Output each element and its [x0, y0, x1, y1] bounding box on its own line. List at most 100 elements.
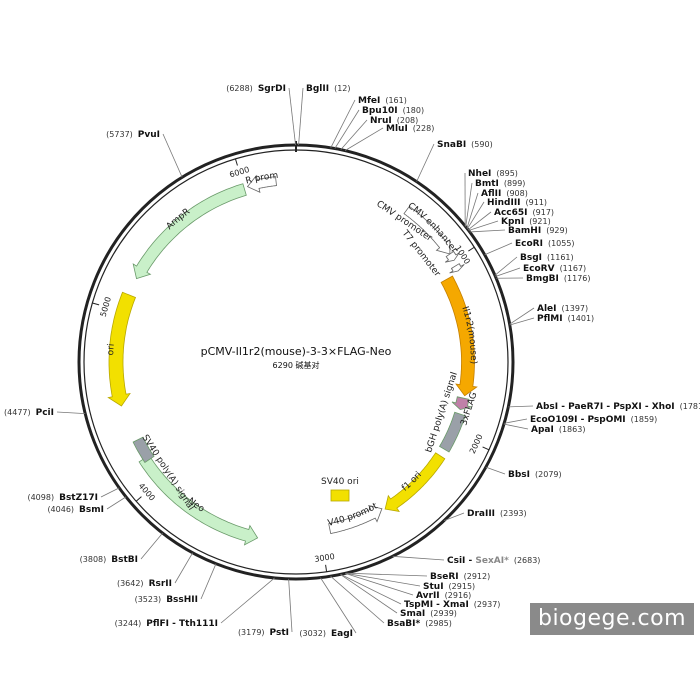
site-position: (1401) [568, 314, 595, 323]
feature-il1r2-mouse [440, 275, 478, 397]
site-position: (2079) [535, 470, 562, 479]
site-position: (2937) [474, 600, 501, 609]
site-name: BmtI [475, 179, 499, 189]
site-leader-absi-paer7i-pspxi-xhoi [508, 405, 534, 408]
feature-label-sv40-ori: SV40 ori [321, 477, 359, 487]
site-leader-bsmi [106, 496, 127, 510]
site-name: AvrII [416, 591, 440, 601]
site-position: (3808) [80, 555, 107, 564]
site-leader-apai [503, 423, 529, 430]
site-name: AflII [481, 189, 501, 199]
site-label-bmgbi: BmgBI(1176) [526, 274, 591, 284]
site-position: (2916) [445, 591, 472, 600]
site-label-smai: SmaI(2939) [400, 609, 457, 619]
site-leader-bpu10i [334, 109, 360, 149]
site-label-pvui: (5737)PvuI [106, 130, 160, 140]
site-position: (1863) [559, 425, 586, 434]
site-position: (911) [526, 198, 548, 207]
tick-label-5000: 5000 [99, 296, 113, 318]
site-position: (208) [397, 116, 419, 125]
site-label-bseri: BseRI(2912) [430, 572, 490, 582]
site-label-kpni: KpnI(921) [501, 217, 551, 227]
site-label-psti: (3179) PstI [238, 628, 289, 638]
site-label-aflii: AflII(908) [481, 189, 528, 199]
site-name: NheI [468, 169, 491, 179]
site-name: ApaI [531, 425, 554, 435]
site-leader-avrii [345, 572, 414, 596]
site-leader-bglii [298, 87, 304, 146]
feature-ampr [132, 183, 247, 280]
site-label-sgrdi: (6288)SgrDI [226, 84, 286, 94]
site-leader-pcii [56, 411, 86, 415]
site-label-stui: StuI(2915) [423, 582, 475, 592]
site-position: (3642) [117, 579, 144, 588]
site-name: DraIII [467, 509, 495, 519]
site-label-ecori: EcoRI(1055) [515, 239, 575, 249]
feature-ori [107, 291, 137, 407]
site-position: (2939) [430, 609, 457, 618]
feature-sv40-ori [330, 489, 350, 502]
site-leader-bstbi [140, 532, 163, 560]
tick-mark-5000 [92, 302, 100, 306]
site-position: (1161) [547, 253, 574, 262]
site-label-draiii: DraIII(2393) [467, 509, 527, 519]
site-label-bglii: BglII(12) [306, 84, 351, 94]
site-label-bsabi: BsaBI*(2985) [387, 619, 452, 629]
tick-mark-4000 [135, 496, 142, 502]
site-leader-hindiii [466, 201, 485, 230]
site-leader-tspmi-xmai [340, 573, 402, 605]
tick-label-4000: 4000 [137, 481, 157, 502]
site-label-mfei: MfeI(161) [358, 96, 407, 106]
site-leader-csii [392, 555, 445, 561]
site-position: (3179) [238, 628, 265, 637]
site-leader-bsabi [330, 575, 385, 624]
site-leader-acc65i [467, 211, 492, 231]
feature-label-ori: ori [106, 343, 117, 356]
site-name: Bpu10I [362, 106, 398, 116]
site-position: (929) [546, 226, 568, 235]
site-label-rsrii: (3642) RsrII [117, 579, 172, 589]
site-label-apai: ApaI (1863) [531, 425, 585, 435]
sites-layer: (6288)SgrDI BglII(12) MfeI(161)Bpu10I (180)… [4, 84, 700, 639]
site-name: AleI [537, 304, 557, 314]
site-position: (180) [403, 106, 425, 115]
site-leader-ecori [484, 242, 513, 256]
site-leader-aflii [466, 192, 479, 229]
site-name: PflMI [537, 314, 563, 324]
site-name: HindIII [487, 198, 521, 208]
site-name: SgrDI [258, 84, 286, 94]
site-name: MfeI [358, 96, 380, 106]
site-name: RsrII [149, 579, 172, 589]
feature-label-sv40-promoter: SV40 promoter [0, 0, 380, 529]
site-name: BbsI [508, 470, 530, 480]
site-name: BseRI [430, 572, 459, 582]
site-leader-stui [345, 572, 421, 587]
site-leader-mlui [344, 127, 384, 151]
site-name: PvuI [138, 130, 160, 140]
site-label-eagi: (3032)EagI [299, 629, 353, 639]
site-name: BsgI [520, 253, 542, 263]
site-label-bamhi: BamHI(929) [508, 226, 568, 236]
site-name: PciI [36, 408, 54, 418]
site-position: (2683) [514, 556, 541, 565]
tick-mark-2000 [482, 446, 490, 451]
site-name: NruI [370, 116, 392, 126]
site-position: (917) [533, 208, 555, 217]
site-name-extra: SexAI* [475, 556, 509, 566]
site-label-bpu10i: Bpu10I (180) [362, 106, 424, 116]
site-position: (3523) [135, 595, 162, 604]
site-name: PstI [270, 628, 289, 638]
site-label-acc65i: Acc65I(917) [494, 208, 554, 218]
site-position: (228) [413, 124, 435, 133]
site-label-bstbi: (3808) BstBI [80, 555, 138, 565]
site-leader-bsshii [200, 563, 217, 600]
site-name: EcoRV [523, 264, 555, 274]
site-label-hindiii: HindIII (911) [487, 198, 547, 208]
site-position: (1781) [680, 402, 700, 411]
site-leader-ecorv [495, 267, 521, 277]
site-name: BstBI [111, 555, 138, 565]
site-name: SnaBI [437, 140, 466, 150]
feature-ampr-promoter [246, 174, 277, 194]
